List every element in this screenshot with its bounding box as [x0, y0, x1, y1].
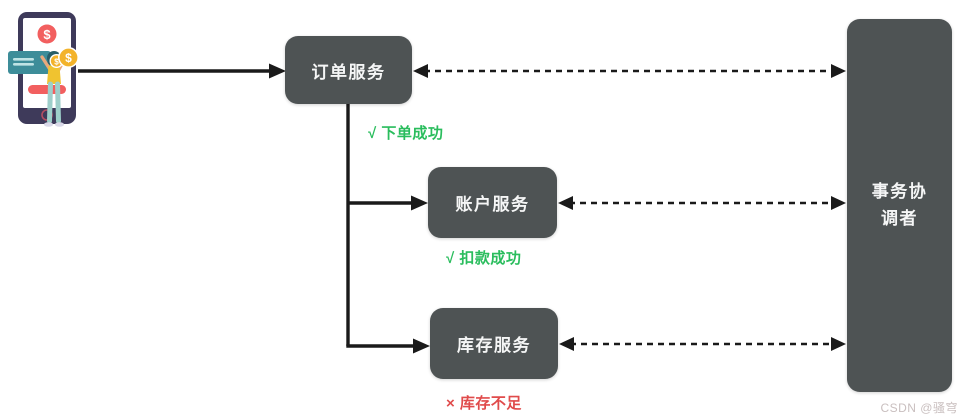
node-inventory-service-label: 库存服务 [457, 336, 531, 355]
annotation-order-success: √ 下单成功 [368, 125, 444, 142]
mobile-payment-illustration: $ $ $ [8, 12, 79, 127]
csdn-watermark: CSDN @骚穹 [880, 401, 958, 415]
node-order-service-label: 订单服务 [311, 62, 386, 82]
node-account-service: 账户服务 [428, 167, 557, 238]
node-transaction-coordinator-label: 事务协调者 [871, 182, 928, 228]
dashed-arrow-inventory-coordinator [559, 337, 846, 351]
annotation-inventory-insufficient: × 库存不足 [446, 395, 522, 412]
annotation-deduct-success: √ 扣款成功 [446, 250, 522, 267]
node-inventory-service: 库存服务 [430, 308, 558, 379]
screen-bar-graphic [28, 85, 66, 94]
credit-card-icon [8, 51, 51, 74]
dashed-arrow-order-coordinator [413, 64, 846, 78]
dollar-symbol: $ [43, 27, 51, 42]
node-transaction-coordinator: 事务协调者 [847, 19, 952, 392]
dollar-symbol: $ [54, 57, 59, 66]
node-order-service: 订单服务 [285, 36, 412, 104]
dollar-symbol: $ [65, 51, 72, 65]
arrow-order-to-account-and-inventory [346, 103, 430, 354]
arrow-client-to-order [78, 63, 286, 79]
node-account-service-label: 账户服务 [455, 195, 530, 214]
coin-icons: $ $ [49, 46, 79, 69]
dollar-badge-icon: $ [37, 24, 57, 44]
dashed-arrow-account-coordinator [558, 196, 846, 210]
